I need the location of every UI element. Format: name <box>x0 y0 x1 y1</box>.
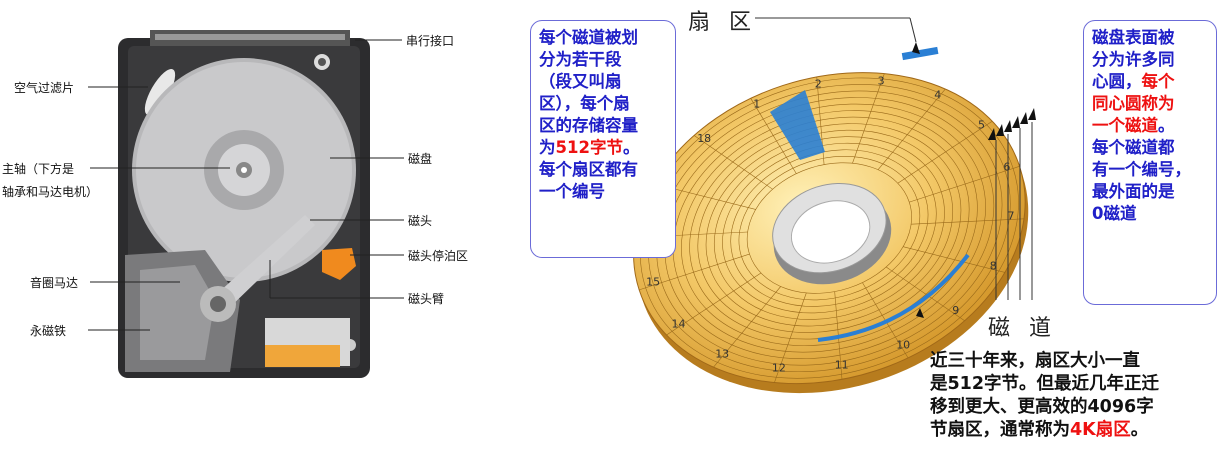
sector-number: 4 <box>934 89 941 102</box>
sector-title: 扇 区 <box>688 10 757 35</box>
callout-line: （段又叫扇 <box>539 72 622 91</box>
track-explanation-callout: 磁盘表面被 分为许多同 心圆，每个 同心圆称为 一个磁道。 每个磁道都 有一个编… <box>1083 20 1217 305</box>
note-line: 移到更大、更高效的4096字 <box>930 397 1154 417</box>
note-line: 节扇区，通常称为4K扇区。 <box>930 420 1149 440</box>
callout-line: 0磁道 <box>1092 204 1137 223</box>
callout-line: 每个磁道都 <box>1092 138 1175 157</box>
sector-line <box>911 218 1024 225</box>
callout-line: 为512字节。 <box>539 138 640 157</box>
label-serial-port: 串行接口 <box>406 34 455 48</box>
sector-number: 18 <box>697 132 711 145</box>
sector-lines <box>634 73 1024 383</box>
label-magnet: 永磁铁 <box>30 324 67 338</box>
hard-drive-illustration <box>88 30 404 378</box>
callout-line: 有一个编号， <box>1092 160 1191 179</box>
sector-number: 9 <box>952 304 959 317</box>
callout-line: 每个磁道被划 <box>539 28 638 47</box>
callout-line: 同心圆称为 <box>1092 94 1175 113</box>
sector-line <box>774 292 807 383</box>
track-highlight-top <box>901 46 939 61</box>
callout-line: 心圆，每个 <box>1092 72 1175 91</box>
sector-line <box>750 98 797 174</box>
note-line: 是512字节。但最近几年正迁 <box>930 374 1160 394</box>
callout-line: 区），每个扇 <box>539 94 630 113</box>
sector-number: 1 <box>753 97 760 110</box>
callout-line: 分为若干段 <box>539 50 622 69</box>
label-spindle-line1: 主轴（下方是 <box>2 162 75 176</box>
sector-number: 3 <box>878 74 885 87</box>
label-voice-coil: 音圈马达 <box>30 276 79 290</box>
sector-number: 10 <box>896 339 910 352</box>
callout-line: 一个磁道。 <box>1092 116 1175 135</box>
sector-number: 15 <box>646 276 660 289</box>
sector-line <box>852 73 885 164</box>
sector-number: 8 <box>990 259 997 272</box>
label-head-park: 磁头停泊区 <box>408 249 469 263</box>
callout-line: 分为许多同 <box>1092 50 1175 69</box>
label-head: 磁头 <box>408 214 433 228</box>
sector-line <box>909 166 1020 203</box>
sector-line <box>639 253 750 291</box>
track-title: 磁 道 <box>988 316 1057 341</box>
sector-number: 7 <box>1008 209 1015 222</box>
label-platter: 磁盘 <box>408 152 433 166</box>
label-spindle-line2: 轴承和马达电机） <box>2 185 99 199</box>
sector-line <box>903 246 1005 273</box>
note-line: 近三十年来，扇区大小一直 <box>930 351 1140 371</box>
sector-line <box>886 266 965 321</box>
sector-number: 13 <box>715 347 729 360</box>
sector-number: 12 <box>772 362 786 375</box>
sector-number: 6 <box>1003 161 1010 174</box>
callout-line: 一个编号 <box>539 182 605 201</box>
4k-sector-highlight: 4K扇区 <box>1070 420 1131 440</box>
track-highlight <box>817 253 970 342</box>
disk-sector-diagram: 123456789101112131415161718 <box>633 17 1036 394</box>
label-head-arm: 磁头臂 <box>408 292 445 306</box>
sector-line <box>877 88 946 170</box>
sector-line <box>666 272 762 336</box>
sector-number: 2 <box>815 77 822 90</box>
sector-size-highlight: 512字节 <box>555 138 623 157</box>
sector-number: 11 <box>835 359 849 372</box>
sector-explanation-callout: 每个磁道被划 分为若干段 （段又叫扇 区），每个扇 区的存储容量 为512字节。… <box>530 20 676 258</box>
sector-number: 5 <box>978 119 985 132</box>
callout-line: 磁盘表面被 <box>1092 28 1175 47</box>
callout-line: 最外面的是 <box>1092 182 1175 201</box>
label-air-filter: 空气过滤片 <box>14 81 75 95</box>
sector-line <box>693 135 773 190</box>
callout-line: 每个扇区都有 <box>539 160 638 179</box>
sector-highlight <box>770 90 825 160</box>
sector-line <box>897 120 993 184</box>
callout-line: 区的存储容量 <box>539 116 638 135</box>
sector-number: 14 <box>672 317 686 330</box>
sector-size-note: 近三十年来，扇区大小一直 是512字节。但最近几年正迁 移到更大、更高效的409… <box>930 350 1215 442</box>
sector-line <box>713 286 781 368</box>
